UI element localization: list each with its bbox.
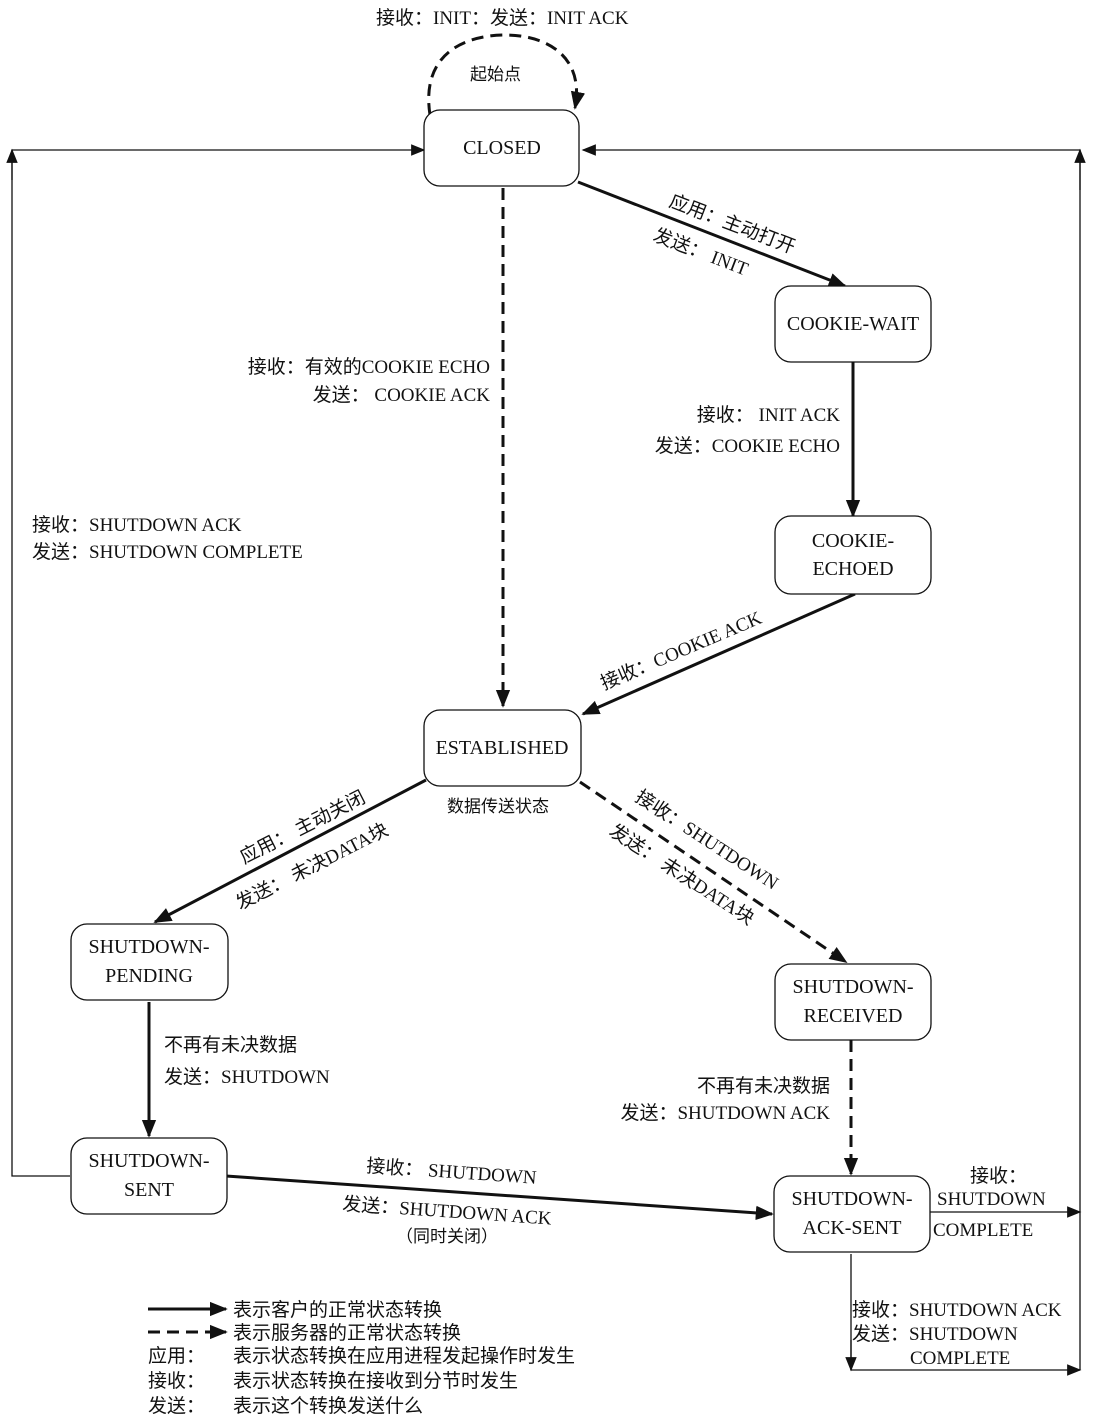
label-closed-to-established-1: 接收：有效的COOKIE ECHO	[248, 356, 490, 378]
state-shutdown-received-label-1: SHUTDOWN-	[792, 976, 913, 998]
state-closed-label: CLOSED	[463, 137, 541, 159]
label-sent-to-acksent-2: 发送：SHUTDOWN ACK	[342, 1193, 553, 1230]
legend-recv-desc: 表示状态转换在接收到分节时发生	[233, 1370, 518, 1392]
legend: 表示客户的正常状态转换 表示服务器的正常状态转换 应用： 表示状态转换在应用进程…	[148, 1299, 575, 1417]
state-shutdown-pending-label-1: SHUTDOWN-	[88, 936, 209, 958]
label-acksent-right-1: 接收：	[970, 1165, 1027, 1187]
label-acksent-right-3: COMPLETE	[933, 1220, 1033, 1241]
label-echoed-to-established: 接收：COOKIE ACK	[597, 607, 765, 695]
state-cookie-wait-label: COOKIE-WAIT	[787, 313, 919, 335]
state-shutdown-sent-label-2: SENT	[124, 1179, 174, 1201]
arrow-established-to-received	[579, 780, 848, 964]
state-shutdown-ack-sent-label-2: ACK-SENT	[803, 1217, 902, 1239]
arrow-established-to-pending	[153, 778, 427, 924]
state-cookie-echoed-label-1: COOKIE-	[812, 530, 894, 552]
legend-send-desc: 表示这个转换发送什么	[233, 1395, 423, 1417]
label-received-to-acksent-1: 不再有未决数据	[697, 1075, 830, 1097]
state-shutdown-pending-label-2: PENDING	[105, 965, 193, 987]
label-acksent-right-2: SHUTDOWN	[937, 1189, 1046, 1210]
label-sent-to-acksent-3: （同时关闭）	[396, 1227, 498, 1246]
state-shutdown-ack-sent-label-1: SHUTDOWN-	[791, 1188, 912, 1210]
arrow-closed-to-cookiewait	[577, 180, 847, 288]
established-note: 数据传送状态	[447, 797, 549, 816]
state-shutdown-received: SHUTDOWN- RECEIVED	[774, 963, 932, 1041]
label-cookiewait-to-echoed-2: 发送：COOKIE ECHO	[655, 435, 840, 457]
state-cookie-echoed-label-2: ECHOED	[812, 558, 893, 580]
label-acksent-bottom-1: 接收：SHUTDOWN ACK	[852, 1299, 1062, 1321]
state-cookie-echoed: COOKIE- ECHOED	[774, 515, 932, 595]
state-shutdown-pending: SHUTDOWN- PENDING	[70, 923, 229, 1001]
start-note: 起始点	[470, 65, 521, 84]
state-established: ESTABLISHED	[423, 709, 582, 787]
label-received-to-acksent-2: 发送：SHUTDOWN ACK	[620, 1102, 830, 1124]
arrow-left-return	[11, 144, 426, 1177]
arrow-echoed-to-established	[581, 592, 856, 716]
legend-app-desc: 表示状态转换在应用进程发起操作时发生	[233, 1345, 575, 1367]
label-closed-to-cookiewait: 应用：主动打开 发送： INIT	[650, 190, 798, 280]
legend-server: 表示服务器的正常状态转换	[233, 1322, 461, 1344]
label-acksent-bottom-2: 发送：SHUTDOWN	[852, 1323, 1018, 1345]
state-shutdown-ack-sent: SHUTDOWN- ACK-SENT	[773, 1175, 931, 1253]
label-acksent-bottom-3: COMPLETE	[910, 1348, 1010, 1369]
label-left-return-2: 发送：SHUTDOWN COMPLETE	[32, 541, 303, 563]
legend-client: 表示客户的正常状态转换	[233, 1299, 442, 1321]
label-pending-to-sent-2: 发送：SHUTDOWN	[164, 1066, 330, 1088]
label-left-return-1: 接收：SHUTDOWN ACK	[32, 514, 242, 536]
legend-send-key: 发送：	[148, 1395, 205, 1417]
state-cookie-wait: COOKIE-WAIT	[774, 285, 932, 363]
start-top-label: 接收：INIT：发送：INIT ACK	[376, 7, 629, 29]
state-shutdown-sent-label-1: SHUTDOWN-	[88, 1150, 209, 1172]
label-sent-to-acksent-1: 接收： SHUTDOWN	[366, 1155, 538, 1189]
legend-app-key: 应用：	[148, 1345, 205, 1367]
state-established-label: ESTABLISHED	[436, 737, 569, 759]
state-shutdown-received-label-2: RECEIVED	[804, 1005, 903, 1027]
legend-recv-key: 接收：	[148, 1370, 205, 1392]
label-pending-to-sent-1: 不再有未决数据	[164, 1034, 297, 1056]
label-closed-to-established-2: 发送： COOKIE ACK	[313, 384, 491, 406]
state-closed: CLOSED	[423, 109, 580, 187]
state-shutdown-sent: SHUTDOWN- SENT	[70, 1137, 228, 1215]
label-cookiewait-to-echoed-1: 接收： INIT ACK	[697, 404, 840, 426]
arrow-sent-to-acksent	[225, 1174, 774, 1221]
start-loop-arrow	[427, 33, 586, 116]
